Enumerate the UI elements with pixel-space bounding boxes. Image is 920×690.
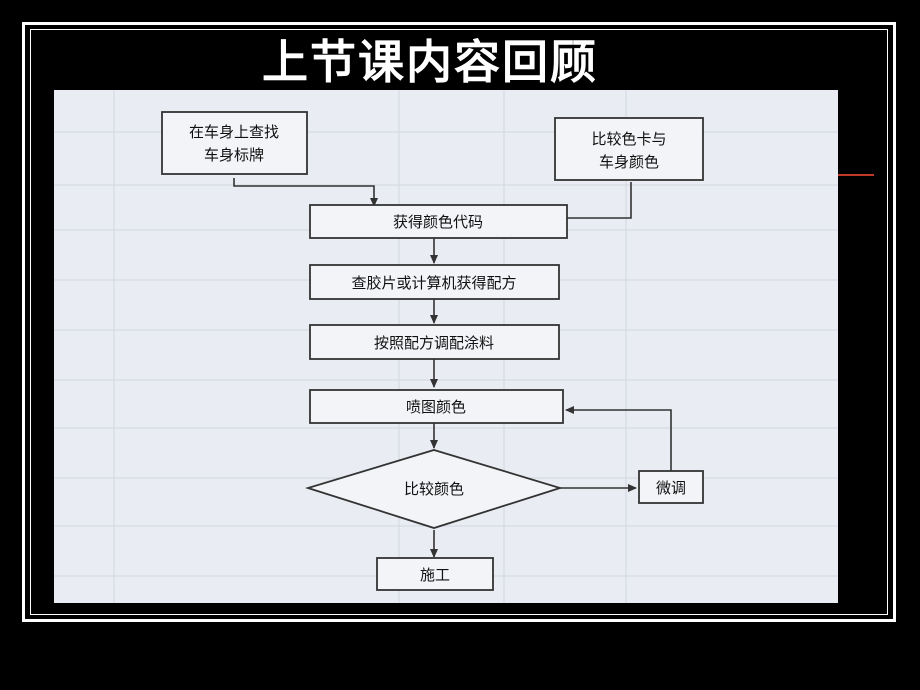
node-adjust-label: 微调 (656, 479, 686, 497)
connector-adjust-to-spray (565, 406, 672, 471)
flow-nodes (161, 111, 704, 591)
node-spray-label: 喷图颜色 (406, 398, 466, 416)
node-get-code-label: 获得颜色代码 (393, 213, 483, 231)
slide-title: 上节课内容回顾 (262, 35, 598, 89)
node-mix-paint-label: 按照配方调配涂料 (374, 334, 494, 352)
connector-right-start (567, 182, 632, 219)
node-get-code-box (309, 204, 568, 239)
node-apply-box (376, 557, 494, 591)
node-compare-card-line2: 车身颜色 (599, 153, 659, 171)
node-find-formula-box (309, 264, 560, 300)
connector-left-start (233, 178, 378, 207)
node-compare-decision-shape (304, 449, 564, 529)
node-adjust-box (638, 470, 704, 504)
slide-inner-border (30, 29, 888, 615)
accent-line (838, 174, 874, 176)
node-compare-card-line1: 比较色卡与 (591, 130, 666, 148)
node-apply-label: 施工 (420, 566, 450, 584)
flowchart-svg: 在车身上查找 车身标牌 比较色卡与 车身颜色 获得颜色代码 查胶片或计算机获得配… (54, 90, 838, 603)
node-compare-decision-label: 比较颜色 (404, 480, 464, 498)
flow-connectors (233, 178, 672, 558)
node-compare-card-box (554, 117, 704, 181)
node-find-plate-box (161, 111, 308, 175)
node-mix-paint-box (309, 324, 560, 360)
node-find-plate-line1: 在车身上查找 (189, 123, 279, 141)
node-spray-box (309, 389, 564, 424)
node-find-plate-line2: 车身标牌 (204, 146, 264, 164)
node-find-formula-label: 查胶片或计算机获得配方 (351, 274, 516, 292)
slide-outer-border (22, 22, 896, 622)
flowchart-image: 在车身上查找 车身标牌 比较色卡与 车身颜色 获得颜色代码 查胶片或计算机获得配… (54, 90, 838, 603)
